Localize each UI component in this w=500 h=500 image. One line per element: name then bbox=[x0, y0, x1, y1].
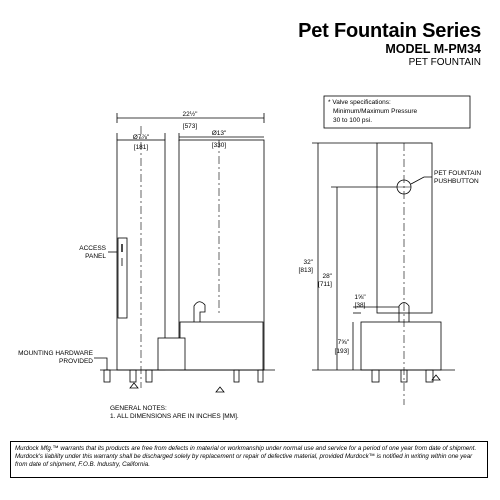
height-28-mm: [711] bbox=[318, 281, 332, 288]
right-dia-mm: [330] bbox=[212, 142, 227, 149]
valve-note-3: 30 to 100 psi. bbox=[333, 117, 372, 124]
overall-width-mm: [573] bbox=[183, 123, 198, 130]
bowl-height-mm: [193] bbox=[335, 348, 350, 355]
pushbutton-label-1: PET FOUNTAIN bbox=[434, 170, 481, 177]
left-dia-mm: [181] bbox=[134, 144, 149, 151]
general-notes-item-1: 1. ALL DIMENSIONS ARE IN INCHES [MM]. bbox=[110, 413, 239, 420]
front-view bbox=[94, 113, 275, 393]
right-dia-label: Ø13" bbox=[212, 130, 227, 137]
access-panel-label-2: PANEL bbox=[85, 253, 106, 260]
side-view bbox=[312, 95, 471, 405]
pushbutton-label-2: PUSHBUTTON bbox=[434, 178, 479, 185]
bowl-housing bbox=[179, 321, 264, 371]
page-title: Pet Fountain Series bbox=[298, 20, 481, 42]
warranty-text: Murdock Mfg.™ warrants that its products… bbox=[10, 441, 488, 478]
valve-note-1: * Valve specifications: bbox=[328, 99, 391, 106]
model-number: MODEL M-PM34 bbox=[385, 42, 481, 56]
height-32-label: 32" bbox=[303, 259, 313, 266]
spout bbox=[193, 301, 206, 322]
valve-note-2: Minimum/Maximum Pressure bbox=[333, 108, 418, 115]
product-subtitle: PET FOUNTAIN bbox=[408, 57, 481, 68]
access-panel bbox=[117, 237, 128, 319]
bowl-height-label: 7⅝" bbox=[338, 339, 350, 346]
height-28-label: 28" bbox=[322, 273, 332, 280]
access-panel-label-1: ACCESS bbox=[79, 245, 106, 252]
mounting-label-1: MOUNTING HARDWARE bbox=[18, 350, 94, 357]
mounting-label-2: PROVIDED bbox=[59, 358, 93, 365]
overall-width-label: 22½" bbox=[183, 110, 199, 118]
spout-height-mm: [38] bbox=[355, 302, 366, 309]
spout-height-label: 1⅝" bbox=[354, 294, 366, 301]
mounting-bolts bbox=[103, 369, 264, 383]
height-32-mm: [813] bbox=[299, 267, 314, 274]
valve-box bbox=[157, 337, 186, 371]
side-spout bbox=[398, 302, 410, 322]
side-pedestal bbox=[376, 142, 433, 314]
valve-note-box bbox=[323, 95, 471, 129]
side-bowl bbox=[360, 321, 442, 371]
general-notes-title: GENERAL NOTES: bbox=[110, 405, 167, 412]
technical-drawing: 22½" [573] Ø7⅞" [181] Ø13" [330] ACCESS … bbox=[18, 95, 481, 420]
left-dia-label: Ø7⅞" bbox=[133, 134, 150, 141]
